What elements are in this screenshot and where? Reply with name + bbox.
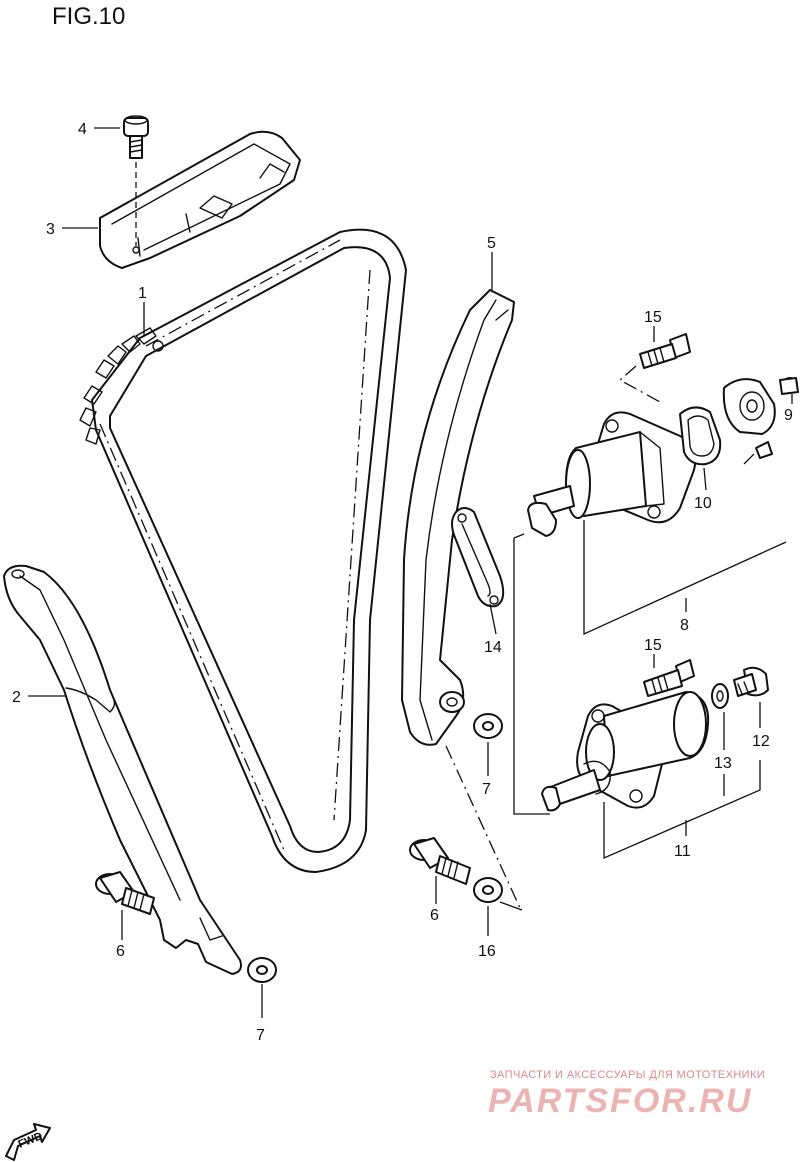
callout-15-upper: 15 bbox=[644, 309, 662, 326]
callout-9: 9 bbox=[784, 407, 793, 424]
part-13-washer[interactable] bbox=[711, 683, 729, 750]
part-9-cap-plate[interactable] bbox=[722, 377, 799, 465]
callout-14: 14 bbox=[484, 639, 502, 656]
assembly-leader-line bbox=[445, 745, 521, 909]
callout-16: 16 bbox=[478, 943, 496, 960]
leader-lines bbox=[28, 127, 493, 697]
part-15-bolt-lower[interactable] bbox=[643, 654, 695, 697]
assembly-brackets bbox=[513, 520, 787, 859]
callout-15-lower: 15 bbox=[644, 637, 662, 654]
fwd-label: FWD bbox=[17, 1130, 45, 1151]
callout-numbers: 4 3 1 2 6 7 5 14 7 6 16 15 9 10 8 15 12 … bbox=[12, 121, 793, 1044]
part-12-bolt[interactable] bbox=[733, 666, 769, 728]
callout-12: 12 bbox=[752, 733, 770, 750]
part-4-bolt[interactable] bbox=[123, 115, 149, 246]
part-7-washer-right[interactable] bbox=[473, 713, 503, 776]
callout-3: 3 bbox=[46, 221, 55, 238]
callout-10: 10 bbox=[694, 495, 712, 512]
part-2-tensioner-guide[interactable] bbox=[3, 564, 242, 975]
part-6-pivot-bolt-right[interactable] bbox=[409, 837, 471, 904]
callout-7-left: 7 bbox=[256, 1027, 265, 1044]
part-8-tensioner-assembly[interactable] bbox=[527, 411, 697, 537]
callout-5: 5 bbox=[487, 235, 496, 252]
part-6-pivot-bolt-left[interactable] bbox=[95, 871, 155, 940]
callout-2: 2 bbox=[12, 689, 21, 706]
callout-11: 11 bbox=[674, 843, 691, 860]
part-10-gasket[interactable] bbox=[679, 406, 722, 491]
callout-6-right: 6 bbox=[430, 907, 439, 924]
fwd-arrow-icon: FWD bbox=[5, 1123, 51, 1161]
callout-4: 4 bbox=[78, 121, 87, 138]
part-16-washer[interactable] bbox=[473, 877, 503, 936]
leader-tick bbox=[499, 901, 523, 911]
watermark: ЗАПЧАСТИ И АКСЕССУАРЫ ДЛЯ МОТОТЕХНИКИ PA… bbox=[488, 1069, 765, 1120]
callout-7-right: 7 bbox=[482, 781, 491, 798]
part-11-tensioner-assembly[interactable] bbox=[541, 691, 710, 812]
callout-1: 1 bbox=[138, 285, 147, 302]
part-15-bolt-upper[interactable] bbox=[618, 326, 691, 403]
part-3-chain-guide-top[interactable] bbox=[99, 130, 301, 269]
callout-13: 13 bbox=[714, 755, 732, 772]
part-1-cam-chain[interactable] bbox=[79, 228, 407, 873]
callout-8: 8 bbox=[680, 617, 689, 634]
part-7-washer-left[interactable] bbox=[247, 957, 277, 1018]
figure-title: FIG.10 bbox=[52, 3, 125, 30]
watermark-tagline: ЗАПЧАСТИ И АКСЕССУАРЫ ДЛЯ МОТОТЕХНИКИ bbox=[490, 1069, 765, 1081]
part-5-chain-guide-right[interactable] bbox=[401, 289, 515, 746]
part-14-gasket[interactable] bbox=[451, 507, 505, 635]
watermark-brand: PARTSFOR.RU bbox=[488, 1082, 752, 1120]
callout-6-left: 6 bbox=[116, 943, 125, 960]
